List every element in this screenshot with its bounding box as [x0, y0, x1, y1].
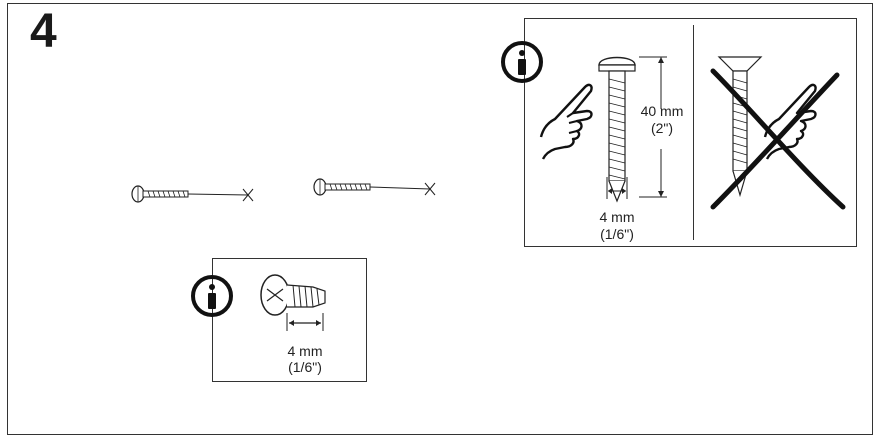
screw-diameter-panel: 4 mm (1/6")	[191, 258, 367, 382]
screw-type-panel: 40 mm (2") 4 mm (1/6")	[501, 18, 857, 247]
pointing-hand-icon	[539, 83, 593, 160]
diameter-imperial: (1/6")	[600, 226, 634, 242]
diameter-metric: 4 mm	[599, 209, 635, 225]
wall-screw-right-icon	[313, 178, 436, 196]
wall-screw-left-icon	[131, 185, 254, 203]
pan-head-screw-icon	[598, 56, 667, 203]
short-screw-icon	[260, 274, 326, 331]
step-number: 4	[30, 5, 57, 58]
info-icon	[191, 275, 233, 317]
bottom-diameter-metric: 4 mm	[287, 343, 323, 359]
panel-divider	[693, 25, 694, 240]
info-icon	[501, 41, 543, 83]
bottom-diameter-imperial: (1/6")	[288, 359, 322, 375]
length-imperial: (2")	[650, 120, 674, 136]
instruction-frame	[7, 3, 873, 435]
cross-out-icon	[710, 68, 846, 210]
length-metric: 40 mm	[640, 103, 684, 119]
